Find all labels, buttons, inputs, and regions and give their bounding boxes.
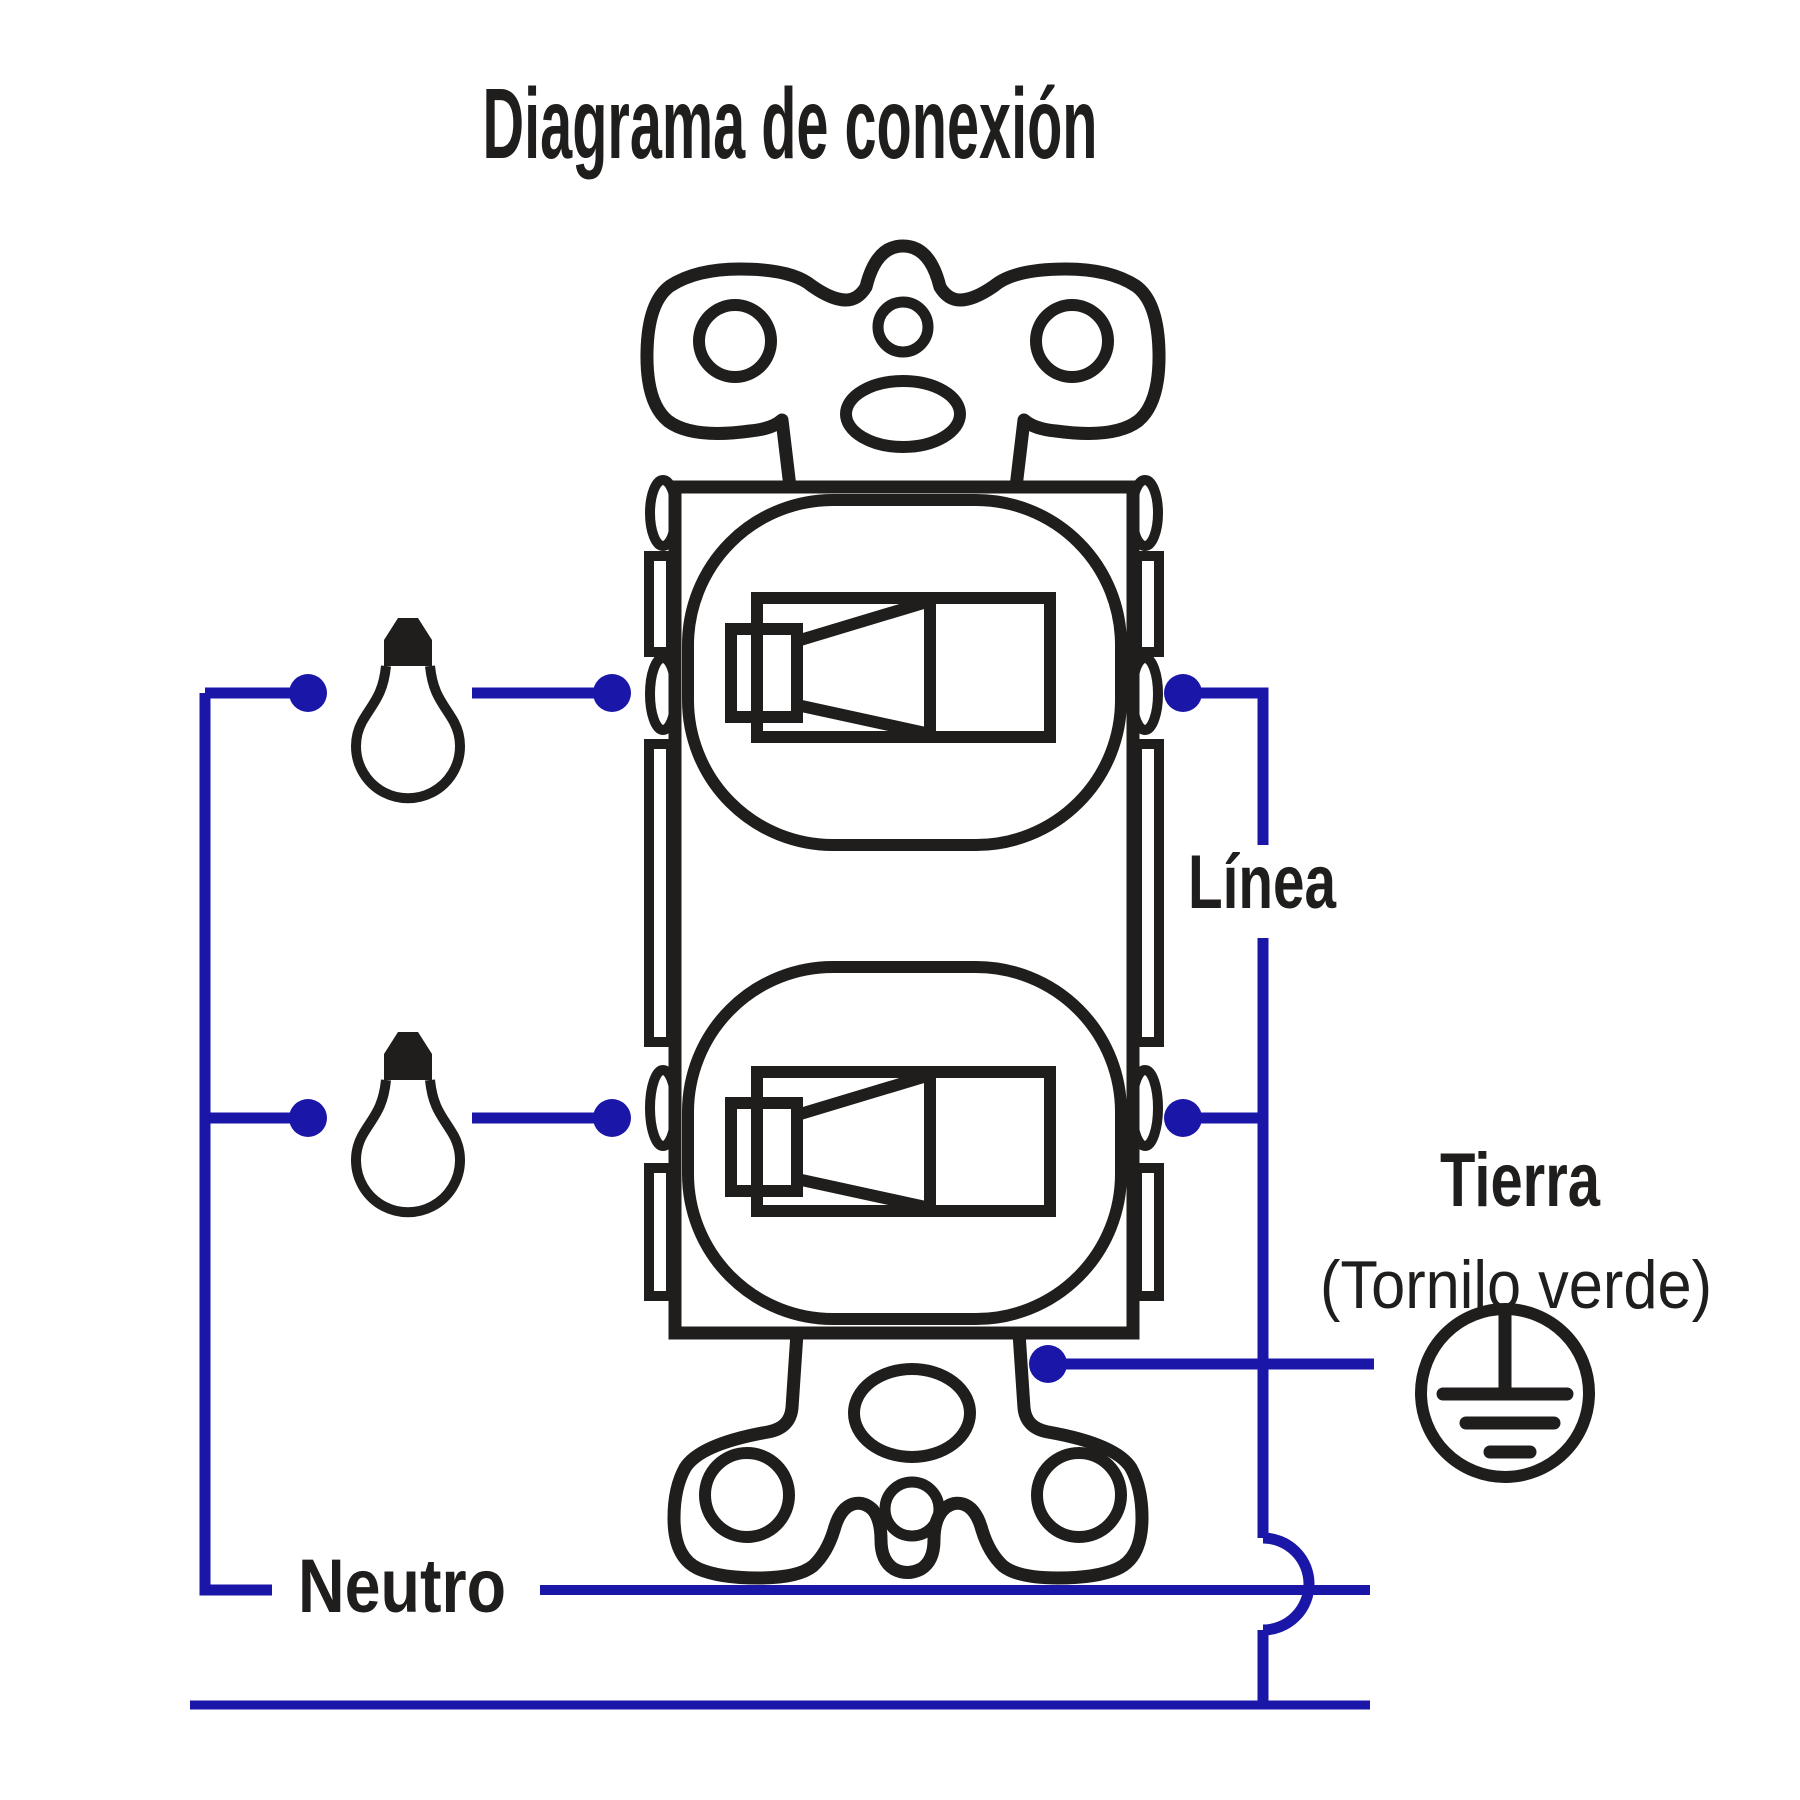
protective-earth-icon xyxy=(1415,1303,1595,1483)
screw-terminal-oval xyxy=(645,1065,681,1151)
junction-dot xyxy=(593,674,631,712)
strap-outline xyxy=(640,239,1166,488)
screw-terminal-oval xyxy=(1127,1065,1163,1151)
strap-screw-hole xyxy=(699,1447,795,1543)
strap-screw-hole xyxy=(1031,1447,1127,1543)
strap-screw-hole xyxy=(693,299,777,383)
junction-dot xyxy=(289,674,327,712)
junction-dots xyxy=(289,674,1202,1383)
terminal-plate xyxy=(1132,1163,1164,1301)
terminal-plate xyxy=(1132,551,1164,657)
screw-terminal-oval xyxy=(1127,475,1163,551)
wires xyxy=(190,687,1374,1710)
strap-oval-slot xyxy=(840,375,966,453)
junction-dot xyxy=(1164,1099,1202,1137)
toggle-slant-bottom xyxy=(795,699,932,740)
bulb-glass xyxy=(351,1079,465,1218)
line-wire-top xyxy=(1183,687,1269,845)
strap-screw-hole xyxy=(1030,299,1114,383)
neutral-label: Neutro xyxy=(298,1544,506,1629)
strap-outline xyxy=(667,1332,1149,1585)
toggle-slant-top xyxy=(795,1069,932,1121)
bottom-mounting-strap xyxy=(667,1332,1149,1585)
bulb-cap xyxy=(384,618,432,666)
line-wire-hop xyxy=(1262,1532,1315,1636)
right-terminals xyxy=(1127,475,1164,1301)
junction-dot xyxy=(593,1099,631,1137)
left-terminals xyxy=(644,475,681,1301)
screw-terminal-oval xyxy=(645,475,681,551)
toggle-nose xyxy=(725,623,803,723)
switch-recess xyxy=(682,494,1127,851)
strap-center-hole xyxy=(872,296,934,358)
ground-note-label: (Tornilo verde) xyxy=(1320,1247,1712,1323)
junction-dot xyxy=(289,1099,327,1137)
terminal-plate xyxy=(644,1163,676,1301)
toggle-nose xyxy=(725,1097,803,1197)
junction-dot xyxy=(1164,674,1202,712)
light-bulb-icon-bottom xyxy=(351,1032,465,1218)
toggle-slant-bottom xyxy=(795,1173,932,1214)
bulb-glass xyxy=(351,665,465,804)
line-label: Línea xyxy=(1188,840,1337,925)
light-bulb-icon-top xyxy=(351,618,465,804)
strap-center-hole xyxy=(879,1476,945,1542)
toggle-frame xyxy=(751,1066,1056,1217)
terminal-plate xyxy=(644,551,676,657)
switch-2 xyxy=(682,961,1127,1325)
screw-terminal-oval xyxy=(1127,653,1163,735)
toggle-frame xyxy=(751,592,1056,743)
page-title: Diagrama de conexión xyxy=(483,68,1098,180)
switch-device-drawing xyxy=(640,239,1166,1585)
neutral-bus-wire xyxy=(199,693,272,1596)
bulb-cap xyxy=(384,1032,432,1080)
terminal-plate xyxy=(644,739,676,1047)
toggle-slant-top xyxy=(795,595,932,647)
screw-terminal-oval xyxy=(645,653,681,735)
ground-label: Tierra xyxy=(1440,1138,1601,1223)
switch-recess xyxy=(682,961,1127,1325)
earth-circle xyxy=(1415,1303,1595,1483)
terminal-plate xyxy=(1132,739,1164,1047)
switch-1 xyxy=(682,494,1127,851)
strap-oval-slot xyxy=(848,1363,976,1463)
top-mounting-strap xyxy=(640,239,1166,488)
junction-dot xyxy=(1029,1345,1067,1383)
